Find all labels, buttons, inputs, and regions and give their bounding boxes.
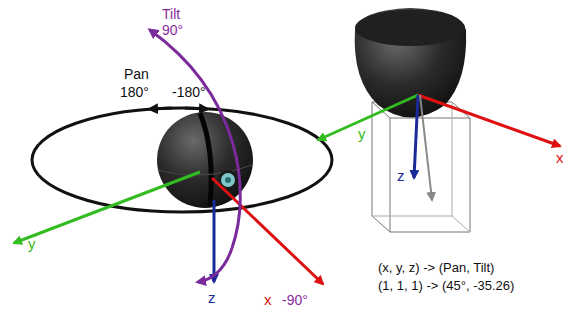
mapping-note: (1, 1, 1) -> (45°, -35.26) <box>378 278 514 294</box>
tilt-limit: -90° <box>282 292 308 308</box>
pan-limit: -180° <box>172 84 206 100</box>
tilt-label: Tilt <box>162 6 180 22</box>
pan-label: Pan <box>124 66 149 82</box>
axis-label: y <box>28 236 36 252</box>
axis-label: y <box>358 126 366 142</box>
tilt-limit: 90° <box>162 22 183 38</box>
axis-label: z <box>397 168 405 184</box>
axis-label: x <box>556 150 564 166</box>
mapping-note: (x, y, z) -> (Pan, Tilt) <box>378 260 494 276</box>
axis-label: x <box>264 292 272 308</box>
axis-label: z <box>208 290 216 306</box>
pan-limit: 180° <box>120 84 149 100</box>
